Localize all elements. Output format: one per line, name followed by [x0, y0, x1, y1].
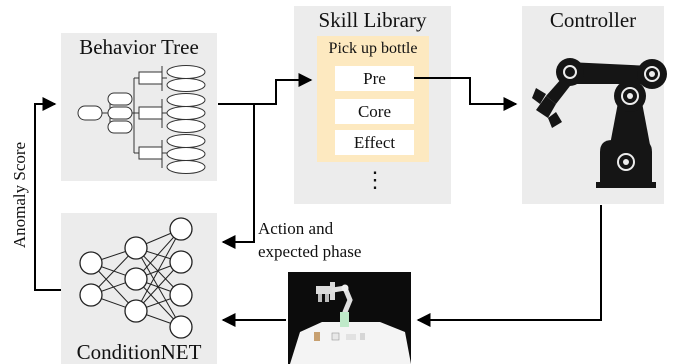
skill-step-effect: Effect — [335, 130, 414, 155]
arrow-action-to-conditionnet — [221, 104, 255, 249]
skill-step-pre: Pre — [335, 66, 414, 91]
skill-library-title: Skill Library — [318, 8, 427, 32]
arrow-pre-to-controller — [414, 77, 518, 111]
action-label-line1: Action and — [258, 219, 334, 238]
behavior-tree-title: Behavior Tree — [79, 35, 199, 59]
robot-arm-icon — [532, 58, 667, 188]
action-label-line2: expected phase — [258, 242, 362, 261]
controller-title: Controller — [549, 8, 637, 32]
nn-edge — [135, 228, 182, 312]
robot-scene-photo — [288, 272, 411, 364]
condition-net-title: ConditionNET — [76, 340, 202, 364]
behavior-tree-icon — [77, 65, 206, 174]
more-skills-ellipsis: ⋮ — [364, 167, 386, 192]
skill-name: Pick up bottle — [328, 40, 418, 57]
skill-step-core: Core — [335, 99, 414, 124]
neural-network-icon — [79, 217, 193, 339]
connectors — [34, 73, 602, 327]
arrow-controller-to-scene — [416, 205, 602, 327]
arrow-tree-to-skill — [218, 73, 313, 105]
arrow-anomaly-score — [34, 97, 61, 291]
